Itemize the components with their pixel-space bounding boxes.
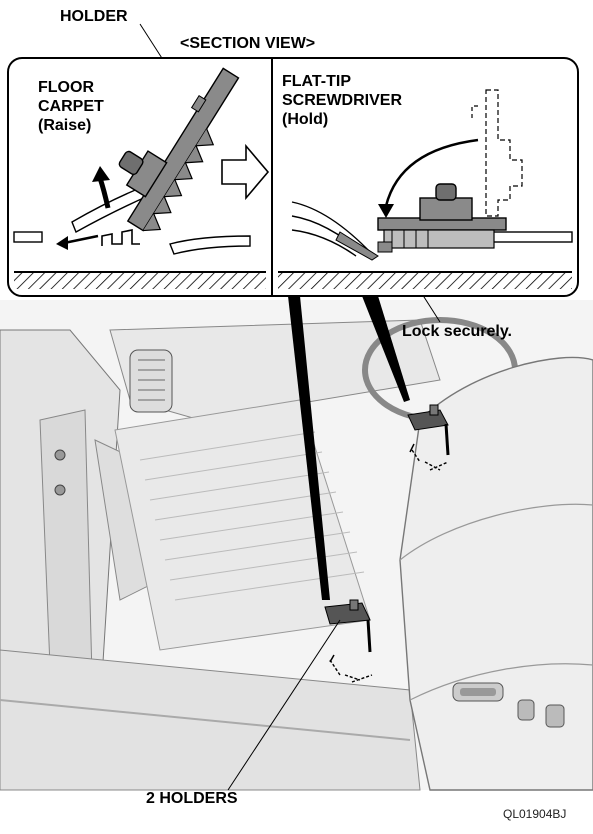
section-view-panel	[7, 57, 579, 297]
rotate-arrow	[384, 138, 479, 207]
screwdriver-label-line2: SCREWDRIVER	[282, 92, 403, 109]
screwdriver-label: FLAT-TIP SCREWDRIVER (Hold)	[282, 72, 462, 129]
holder-section-installed	[377, 183, 507, 253]
driver-seat	[399, 356, 593, 791]
holder-base-hook	[101, 229, 140, 246]
flat-tip-screwdriver	[291, 201, 379, 261]
screwdriver-label-line1: FLAT-TIP	[282, 73, 352, 90]
rotate-arrow-head	[378, 204, 394, 218]
bolt-lower	[54, 484, 66, 496]
pull-arrow	[63, 234, 99, 245]
bolt-upper	[54, 449, 66, 461]
callout-wedges	[288, 296, 410, 600]
holder-installed-upper	[407, 404, 450, 471]
car-interior-illustration	[0, 300, 593, 791]
figure-code: QL01904BJ	[503, 807, 567, 821]
holder-installed-lower	[324, 599, 373, 683]
floor-carpet-right	[489, 231, 573, 243]
floor-carpet-label: FLOOR CARPET (Raise)	[38, 78, 148, 135]
lock-securely-label: Lock securely.	[402, 323, 512, 340]
section-view-title: <SECTION VIEW>	[180, 35, 316, 52]
floor-carpet-left	[13, 185, 251, 255]
floor-carpet-label-line3: (Raise)	[38, 117, 92, 134]
holder-ghost-outline	[485, 89, 523, 217]
screwdriver-label-line3: (Hold)	[282, 111, 329, 128]
raise-arrow-head	[92, 166, 110, 182]
two-holders-label: 2 HOLDERS	[146, 790, 238, 807]
ground-hatch-left	[14, 271, 266, 289]
air-vent	[129, 349, 173, 413]
step-arrow	[221, 143, 270, 201]
pull-arrow-head	[56, 236, 68, 250]
leader-2-holders	[227, 619, 341, 791]
holder-label: HOLDER	[60, 8, 128, 25]
floor-carpet-label-line1: FLOOR	[38, 79, 94, 96]
ground-hatch-right	[278, 271, 572, 289]
floor-carpet-label-line2: CARPET	[38, 98, 104, 115]
holder-tilted	[118, 67, 240, 232]
